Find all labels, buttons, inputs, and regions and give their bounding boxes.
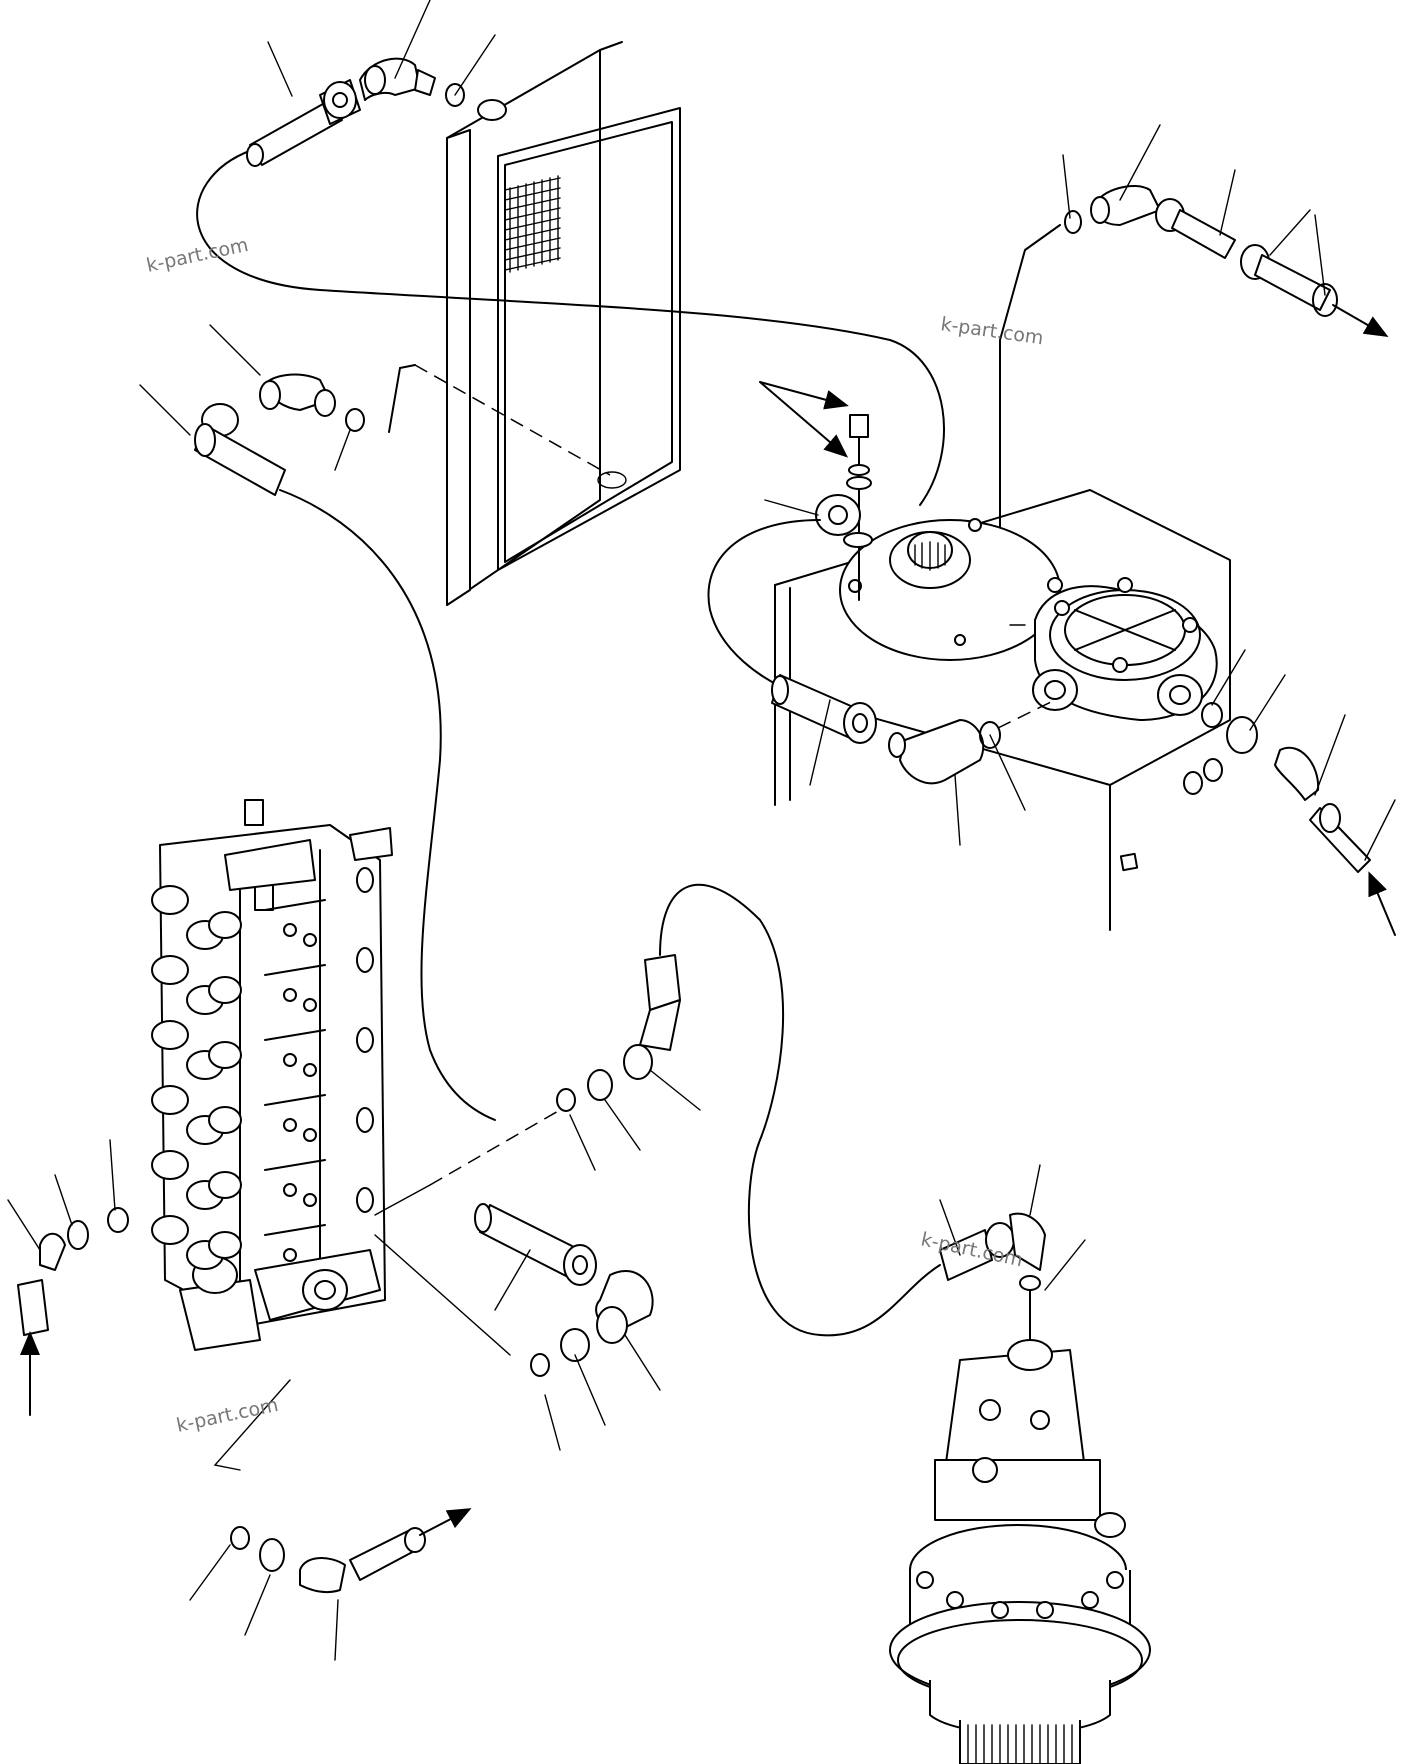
swing-motor — [889, 1339, 1151, 1764]
hose-top-long — [196, 0, 945, 506]
valve-spools — [151, 885, 242, 1270]
valve-plates — [264, 899, 326, 1262]
hose-tank-loop — [707, 519, 1056, 846]
watermark-2: k-part.com — [939, 313, 1045, 349]
cooler-core-grid — [504, 175, 561, 273]
hose-filter-right — [1201, 649, 1396, 936]
oil-cooler — [388, 41, 681, 606]
control-valve — [151, 799, 561, 1471]
hose-bottom-left — [189, 1508, 472, 1661]
clamp-bolt — [759, 381, 873, 601]
hose-center-motor — [556, 883, 1086, 1341]
watermark-3: k-part.com — [174, 1394, 280, 1437]
hose-left-cv — [139, 324, 496, 1121]
hose-lower-center — [474, 1203, 661, 1451]
hose-top-right — [999, 124, 1389, 496]
hose-left-inlet — [7, 1139, 129, 1416]
watermark-1: k-part.com — [144, 234, 250, 277]
hydraulic-tank — [774, 489, 1231, 931]
